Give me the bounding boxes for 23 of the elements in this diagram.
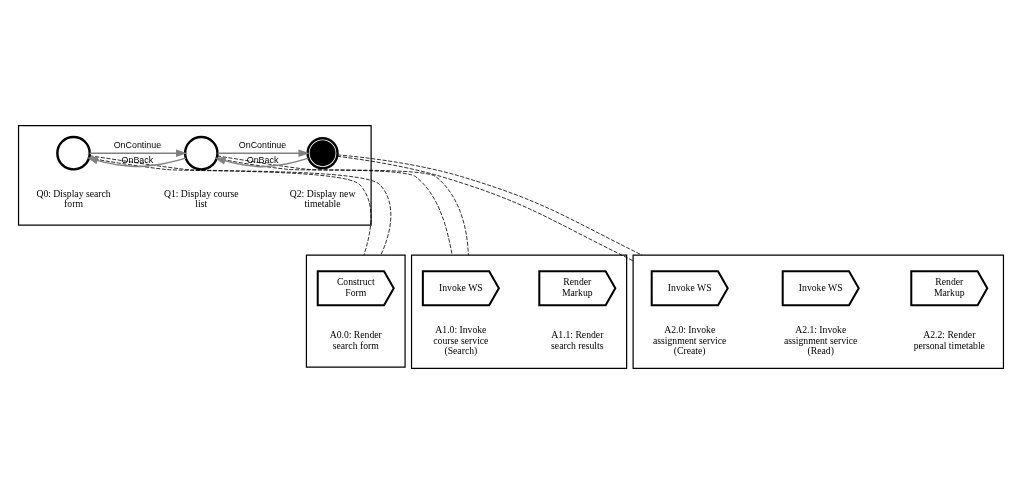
- cluster: [410, 254, 628, 369]
- edge-label: OnBack: [121, 154, 154, 165]
- node-label: A2.1: Invoke assignment service (Read): [783, 323, 858, 356]
- node-label: A1.0: Invoke course service (Search): [433, 323, 489, 356]
- node-label: A1.1: Render search results: [551, 328, 604, 351]
- node-label: A2.0: Invoke assignment service (Create): [652, 323, 727, 356]
- arrow: [86, 156, 187, 167]
- cluster: [632, 254, 1005, 369]
- arrow: [88, 148, 188, 157]
- node-label: Q1: Display course list: [163, 187, 239, 209]
- node-circle: [183, 135, 219, 171]
- arrow: [214, 156, 310, 167]
- cluster: [305, 254, 406, 368]
- edge-label: OnBack: [246, 154, 279, 165]
- node-label: A2.2: Render personal timetable: [913, 328, 985, 351]
- node-label: A0.0: Render search form: [329, 328, 382, 351]
- node-circle: [56, 135, 91, 171]
- arrow: [216, 148, 310, 157]
- edge-label: OnContinue: [113, 139, 162, 150]
- node-label: Q2: Display new timetable: [289, 187, 356, 209]
- cluster: [17, 124, 372, 226]
- node-label: Q0: Display search form: [36, 187, 111, 209]
- edge-label: OnContinue: [238, 139, 287, 150]
